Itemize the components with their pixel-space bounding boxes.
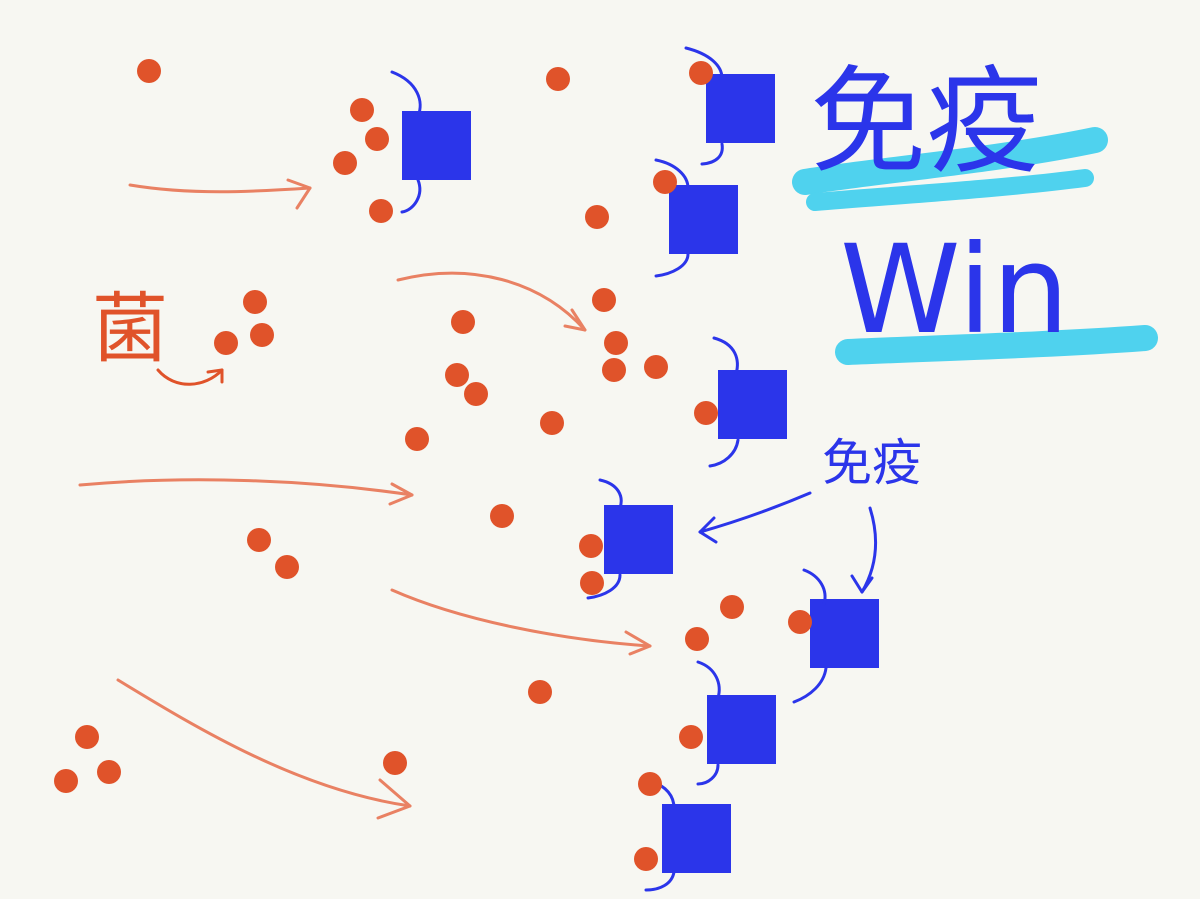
bacterium — [653, 170, 677, 194]
immune-cell — [792, 568, 879, 704]
bacterium — [350, 98, 374, 122]
bacterium — [214, 331, 238, 355]
immune-cell — [654, 158, 738, 278]
bacteria-label-arrow — [156, 368, 224, 386]
bacterium — [634, 847, 658, 871]
bacterium — [250, 323, 274, 347]
immune-cell — [696, 660, 776, 786]
immune-cell — [586, 478, 673, 600]
bacterium — [405, 427, 429, 451]
bacterium — [464, 382, 488, 406]
bacterium — [528, 680, 552, 704]
bacterium — [585, 205, 609, 229]
bacterium — [638, 772, 662, 796]
bacterium — [490, 504, 514, 528]
win-label: Win — [840, 219, 1069, 361]
bacterium — [685, 627, 709, 651]
bacterium — [97, 760, 121, 784]
bacterium — [602, 358, 626, 382]
bacterium — [383, 751, 407, 775]
immune-cells — [390, 46, 879, 892]
bacterium — [679, 725, 703, 749]
highlight-under-title-2 — [806, 169, 1094, 211]
flow-arrow-3 — [78, 478, 414, 506]
bacteria-label: 菌 — [92, 284, 168, 373]
flow-arrows — [78, 178, 652, 820]
immune-cell — [390, 70, 471, 214]
bacteria — [54, 59, 812, 871]
bacterium — [540, 411, 564, 435]
highlight-under-title — [792, 127, 1108, 195]
bacterium — [243, 290, 267, 314]
bacterium — [247, 528, 271, 552]
bacterium — [137, 59, 161, 83]
bacterium — [580, 571, 604, 595]
callout-arrow-down — [850, 506, 878, 594]
bacterium — [689, 61, 713, 85]
bacterium — [451, 310, 475, 334]
bacterium — [788, 610, 812, 634]
bacterium — [720, 595, 744, 619]
flow-arrow-5 — [116, 678, 412, 820]
bacterium — [694, 401, 718, 425]
callout-arrow-left — [698, 491, 812, 544]
bacterium — [592, 288, 616, 312]
callout-arrows — [698, 491, 878, 594]
immune-cell — [708, 336, 787, 468]
immune-cell — [644, 780, 731, 892]
bacterium — [579, 534, 603, 558]
bacterium — [546, 67, 570, 91]
bacterium — [275, 555, 299, 579]
immune-cell — [684, 46, 775, 166]
bacterium — [365, 127, 389, 151]
immune-callout: 免疫 — [822, 434, 922, 492]
bacterium — [445, 363, 469, 387]
bacterium — [604, 331, 628, 355]
flow-arrow-4 — [390, 588, 652, 656]
bacterium — [333, 151, 357, 175]
flow-arrow-1 — [128, 178, 312, 210]
bacterium — [369, 199, 393, 223]
highlight-strokes — [792, 127, 1158, 365]
immune-title: 免疫 — [810, 55, 1042, 190]
bacterium — [54, 769, 78, 793]
bacterium — [644, 355, 668, 379]
highlight-under-win — [835, 325, 1158, 365]
bacterium — [75, 725, 99, 749]
flow-arrow-2 — [396, 271, 587, 332]
